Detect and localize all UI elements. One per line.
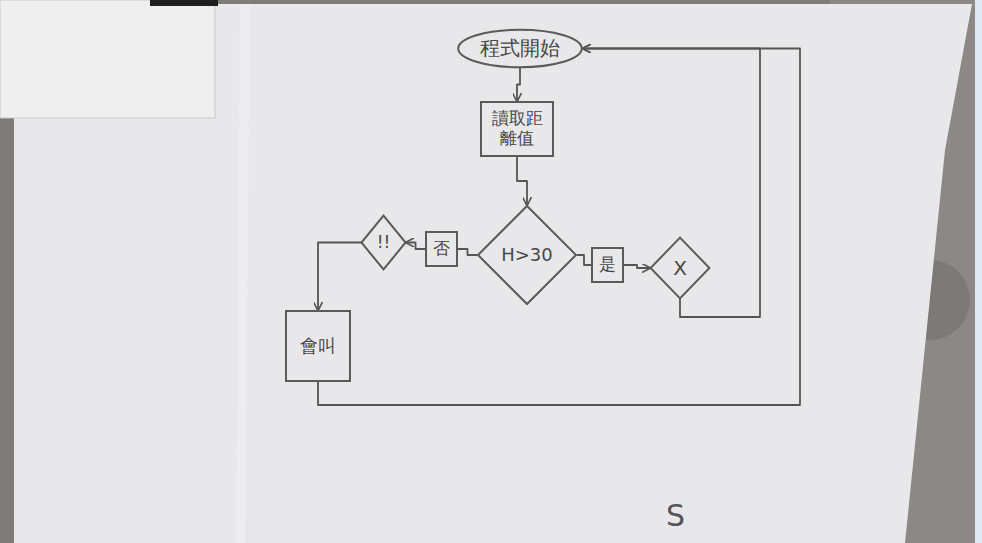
node-text: !! bbox=[377, 233, 391, 253]
page-mark: S bbox=[666, 498, 685, 533]
node-text: X bbox=[673, 257, 687, 280]
node-text: 是 bbox=[599, 255, 616, 275]
flow-arrow bbox=[577, 255, 591, 265]
flow-arrow bbox=[583, 49, 760, 318]
flow-arrow bbox=[517, 68, 520, 101]
branch-box: 是 bbox=[591, 247, 624, 283]
flow-arrow bbox=[406, 243, 425, 250]
flow-arrow bbox=[517, 157, 527, 205]
node-text: 否 bbox=[433, 239, 450, 259]
node-text: 會叫 bbox=[300, 336, 336, 357]
flow-arrow bbox=[318, 243, 361, 311]
decision-diamond: H>30 bbox=[477, 205, 577, 305]
node-text: 程式開始 bbox=[480, 37, 560, 60]
flow-arrow bbox=[458, 249, 477, 255]
flow-arrow bbox=[624, 265, 650, 268]
decision-diamond: X bbox=[650, 237, 710, 299]
node-text: 讀取距離值 bbox=[488, 109, 546, 148]
decision-diamond: !! bbox=[361, 215, 406, 270]
process-box: 讀取距離值 bbox=[480, 101, 554, 157]
process-box: 會叫 bbox=[285, 310, 351, 382]
branch-box: 否 bbox=[425, 231, 458, 267]
node-text: H>30 bbox=[501, 245, 553, 266]
flow-arrow bbox=[318, 49, 800, 406]
start-oval: 程式開始 bbox=[457, 29, 583, 68]
